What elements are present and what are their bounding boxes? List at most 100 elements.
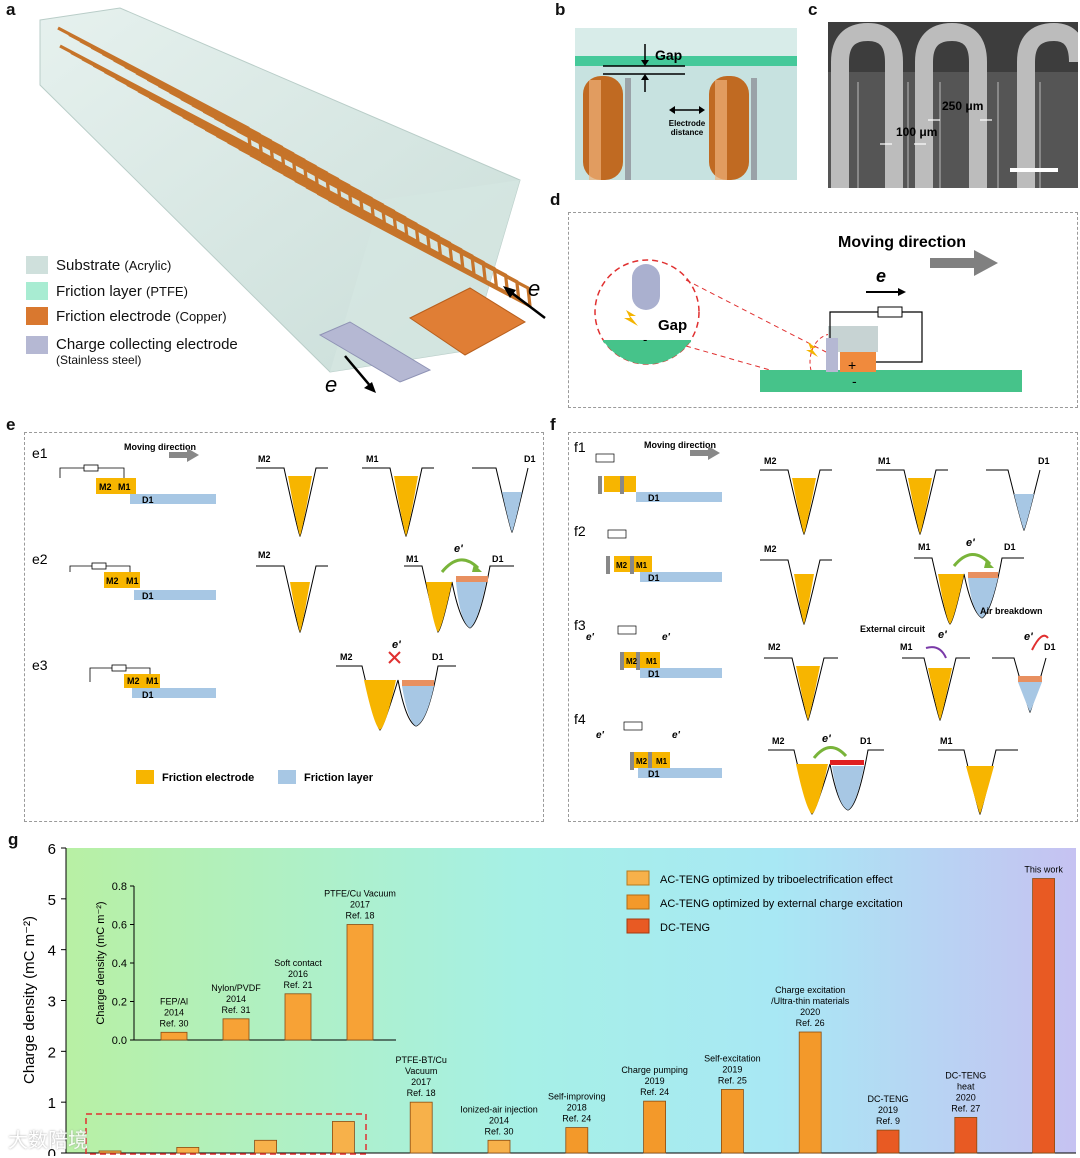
bar-label: Vacuum (405, 1066, 437, 1076)
d-plus: + (648, 305, 656, 320)
electron-label-d: e (876, 266, 886, 286)
sem-image: 250 μm 100 μm (828, 22, 1078, 188)
inset-bar-label: Ref. 30 (159, 1018, 188, 1028)
inset-y-tick-label: 0.4 (112, 958, 127, 970)
legend-swatch-0 (626, 870, 650, 886)
chart-background (66, 848, 1076, 1153)
well-group-f1: M2 M1 D1 (760, 456, 1050, 536)
bar-label: 2014 (489, 1115, 509, 1125)
row-label-e1: e1 (32, 445, 48, 461)
bar-label: This work (1024, 865, 1063, 875)
label-m1: M1 (118, 482, 131, 492)
moving-direction-f: Moving direction (644, 440, 716, 450)
bar-label: Ref. 24 (562, 1114, 591, 1124)
row-label-e3: e3 (32, 657, 48, 673)
legend-charge-collecting: Charge collecting electrode (Stainless s… (26, 336, 238, 367)
well-group-e3: M2 D1 e' (336, 639, 456, 731)
panel-d-frame (568, 212, 1078, 408)
legend-friction-electrode: Friction electrode (Copper) (26, 307, 227, 325)
y-axis-label: Charge density (mC m⁻²) (21, 916, 38, 1084)
bar-label: DC-TENG (945, 1070, 986, 1080)
label-m1: M1 (146, 676, 159, 686)
d-minus: - (643, 332, 647, 347)
inset-bar (160, 1031, 188, 1041)
well-label-m1: M1 (900, 642, 913, 652)
device-f1: D1 (595, 453, 722, 503)
bar-label: 2019 (645, 1076, 665, 1086)
legend-label-2: DC-TENG (660, 922, 710, 934)
panel-label-d: d (550, 190, 561, 209)
inset-bar (222, 1018, 250, 1041)
inset-bar-label: 2014 (164, 1007, 184, 1017)
well-label-m1: M1 (878, 456, 891, 466)
bar-label: 2017 (411, 1077, 431, 1087)
row-label-f1: f1 (574, 439, 586, 455)
bar-label: 2020 (800, 1007, 820, 1017)
well-label-m2: M2 (258, 454, 271, 464)
legend-label: Friction layer (56, 282, 142, 300)
bar-label: Charge pumping (621, 1065, 688, 1075)
inset-bar-label: PTFE/Cu Vacuum (324, 889, 396, 899)
well-label-m1: M1 (918, 542, 931, 552)
inset-bar-label: 2017 (350, 900, 370, 910)
label-d1: D1 (648, 669, 660, 679)
well-label-m2: M2 (764, 456, 777, 466)
inset-y-axis-label: Charge density (mC m⁻²) (95, 901, 107, 1024)
bar-label: Ref. 24 (640, 1087, 669, 1097)
watermark: 大数陪境 (8, 1128, 88, 1152)
legend-label: Friction electrode (56, 307, 172, 325)
legend-sub: (Stainless steel) (56, 353, 142, 367)
legend-swatch-2 (626, 918, 650, 934)
scale-bar (1010, 168, 1058, 172)
bar-label: /Ultra-thin materials (771, 996, 850, 1006)
panel-f-diagram: Moving direction f1 f2 f3 f4 D1 M2 M1 D1… (574, 439, 1056, 816)
inset-bar (284, 993, 312, 1041)
bar (254, 1139, 278, 1154)
y-tick-label: 1 (48, 1095, 56, 1112)
legend-layer-label: Friction layer (304, 772, 374, 784)
device-f2: M2 M1 D1 (606, 529, 722, 583)
y-tick-label: 0 (48, 1146, 56, 1156)
inset-bar (346, 924, 374, 1041)
legend-friction-layer: Friction layer (PTFE) (26, 282, 188, 300)
inset-y-tick-label: 0.8 (112, 881, 127, 893)
well-label-d1: D1 (432, 652, 444, 662)
bar (409, 1101, 433, 1154)
label-m2: M2 (99, 482, 112, 492)
label-m2: M2 (636, 757, 648, 766)
bar-label: PTFE-BT/Cu (395, 1055, 447, 1065)
bar-label: Ref. 30 (484, 1126, 513, 1136)
d-plus-2: + (848, 357, 856, 373)
legend-label: Substrate (56, 256, 121, 274)
well-label-m2: M2 (258, 550, 271, 560)
d-minus-2: - (852, 373, 857, 389)
eprime-e3: e' (392, 639, 401, 651)
bar (331, 1121, 355, 1154)
well-group-e1: M2 M1 D1 (256, 454, 536, 538)
eprime-f4-left: e' (596, 730, 605, 741)
row-label-e2: e2 (32, 551, 48, 567)
electrode-distance-label-2: distance (671, 128, 704, 137)
bar-label: heat (957, 1081, 975, 1091)
panel-e-diagram: Moving direction e1 e2 e3 M2 M1 D1 M2 M1… (32, 442, 536, 784)
device-e1: M2 M1 D1 (59, 464, 216, 505)
well-group-f2: M2 M1 D1 e' (760, 537, 1024, 626)
bar-label: Charge excitation (775, 985, 845, 995)
label-m1: M1 (636, 561, 648, 570)
bar-label: 2019 (878, 1105, 898, 1115)
air-breakdown-label: Air breakdown (980, 606, 1043, 616)
electron-label-a2: e (325, 372, 337, 397)
well-group-e2: M2 M1 D1 e' (256, 543, 514, 634)
eprime-f3-air: e' (1024, 631, 1033, 643)
label-m1: M1 (656, 757, 668, 766)
panel-f-frame (568, 432, 1078, 822)
well-label-d1: D1 (524, 454, 536, 464)
row-label-f3: f3 (574, 617, 586, 633)
well-label-d1: D1 (1038, 456, 1050, 466)
inset-highlight-box (85, 1113, 367, 1155)
legend-electrode-label: Friction electrode (162, 772, 254, 784)
y-tick-label: 5 (48, 892, 56, 909)
eprime-f2: e' (966, 537, 975, 549)
chart-legend: AC-TENG optimized by triboelectrificatio… (626, 870, 903, 934)
